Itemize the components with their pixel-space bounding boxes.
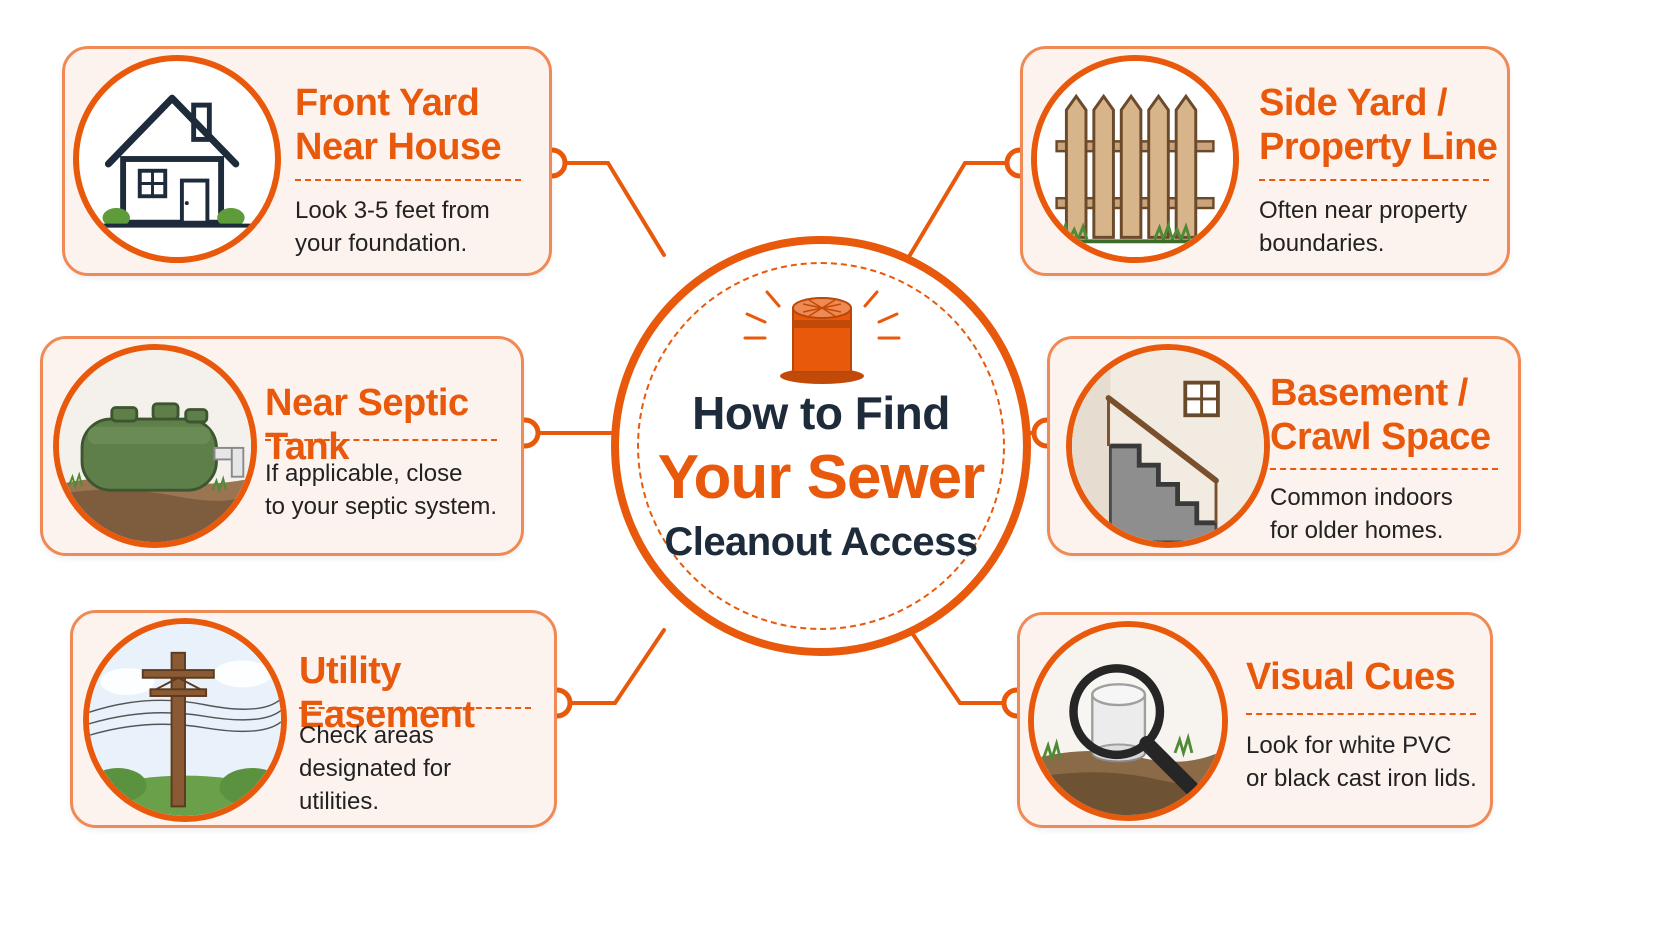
card-desc-line: for older homes.: [1270, 517, 1444, 544]
card-desc-side-yard: Often near property boundaries.: [1259, 194, 1467, 260]
card-title-basement: Basement / Crawl Space: [1270, 371, 1491, 459]
card-desc-visual-cues: Look for white PVC or black cast iron li…: [1246, 729, 1477, 795]
card-front-yard: Front Yard Near House Look 3-5 feet from…: [62, 46, 552, 276]
card-desc-line: boundaries.: [1259, 230, 1385, 257]
card-title-line: Side Yard /: [1259, 82, 1448, 124]
connector-utility: [555, 628, 666, 705]
card-desc-utility: Check areas designated for utilities.: [299, 719, 451, 818]
card-divider: [1270, 468, 1498, 470]
card-desc-line: Check areas: [299, 722, 434, 749]
fence-icon: [1031, 55, 1239, 263]
card-septic-tank: Near Septic Tank If applicable, close to…: [40, 336, 524, 556]
card-title-septic: Near Septic Tank: [265, 381, 521, 469]
connector-front-yard: [550, 161, 666, 257]
basement-stairs-icon: [1066, 344, 1270, 548]
utility-pole-icon: [83, 618, 287, 822]
card-title-line: Property Line: [1259, 126, 1498, 168]
house-icon: [73, 55, 281, 263]
card-title-line: Visual Cues: [1246, 656, 1456, 698]
sewer-cleanout-icon: [743, 290, 901, 384]
card-title-line: Front Yard: [295, 82, 480, 124]
card-divider: [1259, 179, 1489, 181]
center-hub: How to Find Your Sewer Cleanout Access: [611, 236, 1031, 656]
card-title-line: Basement /: [1270, 372, 1468, 414]
card-desc-line: utilities.: [299, 788, 380, 815]
center-title-line-1: How to Find: [692, 387, 950, 439]
card-side-yard: Side Yard / Property Line Often near pro…: [1020, 46, 1510, 276]
card-desc-basement: Common indoors for older homes.: [1270, 481, 1453, 547]
card-divider: [1246, 713, 1476, 715]
card-desc-line: Look 3-5 feet from: [295, 197, 490, 224]
card-desc-line: Look for white PVC: [1246, 732, 1452, 759]
card-desc-line: Often near property: [1259, 197, 1468, 224]
card-title-side-yard: Side Yard / Property Line: [1259, 81, 1498, 169]
center-dashed-ring: [637, 262, 1005, 630]
card-desc-line: If applicable, close: [265, 460, 463, 487]
septic-tank-icon: [53, 344, 257, 548]
card-visual-cues: Visual Cues Look for white PVC or black …: [1017, 612, 1493, 828]
card-title-line: Near Septic Tank: [265, 382, 469, 468]
card-title-line: Utility Easement: [299, 650, 475, 736]
connector-visual-cues: [908, 628, 1019, 705]
card-desc-septic: If applicable, close to your septic syst…: [265, 457, 497, 523]
center-title-line-2: Your Sewer: [657, 443, 986, 512]
card-desc-line: Common indoors: [1270, 484, 1453, 511]
card-desc-line: your foundation.: [295, 230, 468, 257]
card-divider: [299, 707, 531, 709]
card-basement: Basement / Crawl Space Common indoors fo…: [1047, 336, 1521, 556]
card-desc-front-yard: Look 3-5 feet from your foundation.: [295, 194, 490, 260]
card-title-front-yard: Front Yard Near House: [295, 81, 502, 169]
magnifying-glass-icon: [1028, 621, 1228, 821]
card-desc-line: designated for: [299, 755, 452, 782]
card-title-visual-cues: Visual Cues: [1246, 655, 1456, 699]
card-title-utility: Utility Easement: [299, 649, 554, 737]
card-desc-line: or black cast iron lids.: [1246, 765, 1477, 792]
card-utility-easement: Utility Easement Check areas designated …: [70, 610, 557, 828]
card-divider: [295, 179, 521, 181]
connector-side-yard: [908, 161, 1022, 257]
center-title-line-3: Cleanout Access: [664, 520, 978, 564]
card-title-line: Near House: [295, 126, 502, 168]
card-title-line: Crawl Space: [1270, 416, 1491, 458]
card-divider: [265, 439, 497, 441]
card-desc-line: to your septic system.: [265, 493, 498, 520]
